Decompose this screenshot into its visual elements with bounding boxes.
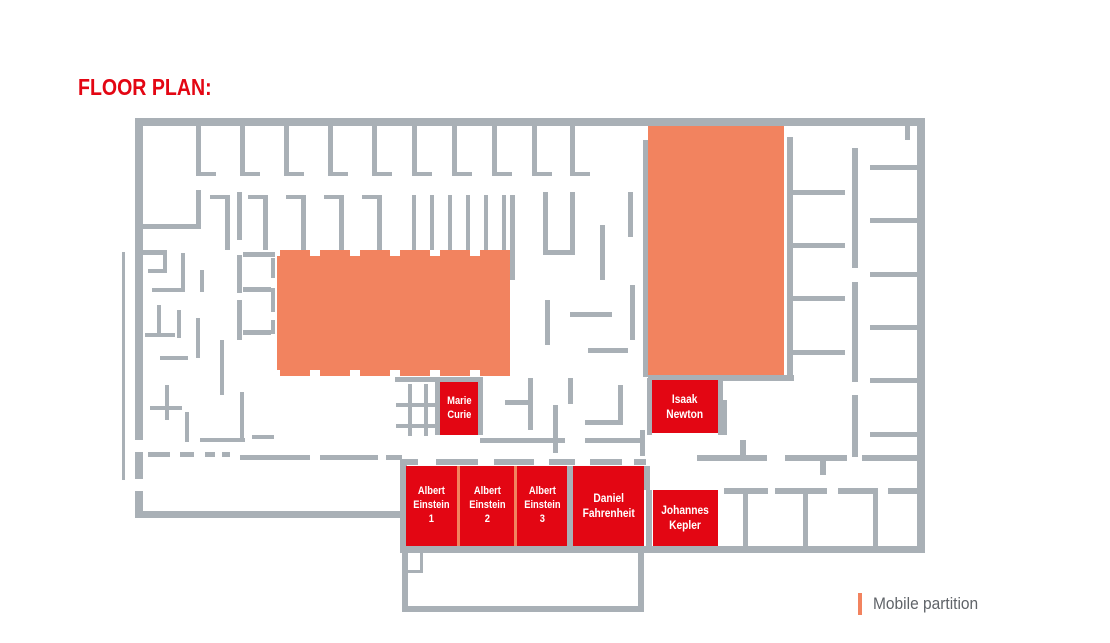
room-marie-curie: Marie Curie — [440, 382, 478, 435]
room-albert-einstein-2-label: Albert Einstein 2 — [468, 485, 506, 525]
mobile-partition-legend-marker — [858, 593, 862, 615]
room-albert-einstein-3-label: Albert Einstein 3 — [523, 485, 561, 525]
mobile-partition-2 — [514, 466, 517, 546]
mobile-partition-legend-label: Mobile partition — [873, 594, 979, 613]
room-marie-curie-label: Marie Curie — [446, 394, 472, 421]
room-isaak-newton-label: Isaak Newton — [666, 391, 704, 421]
room-johannes-kepler-label: Johannes Kepler — [661, 503, 710, 532]
highlight-area-right — [648, 123, 784, 375]
highlight-area-left — [277, 256, 510, 370]
room-albert-einstein-1-label: Albert Einstein 1 — [413, 485, 450, 525]
page-title: FLOOR PLAN: — [78, 74, 212, 100]
legend: Mobile partition — [858, 592, 985, 616]
room-albert-einstein-2: Albert Einstein 2 — [460, 466, 514, 546]
room-isaak-newton: Isaak Newton — [652, 380, 718, 433]
room-albert-einstein-3: Albert Einstein 3 — [517, 466, 567, 546]
highlighted-areas — [277, 123, 784, 376]
room-albert-einstein-1: Albert Einstein 1 — [406, 466, 457, 546]
room-daniel-fahrenheit-label: Daniel Fahrenheit — [582, 491, 635, 520]
room-daniel-fahrenheit: Daniel Fahrenheit — [573, 466, 644, 546]
walls — [122, 118, 925, 612]
room-johannes-kepler: Johannes Kepler — [653, 490, 718, 546]
mobile-partition-1 — [457, 466, 460, 546]
